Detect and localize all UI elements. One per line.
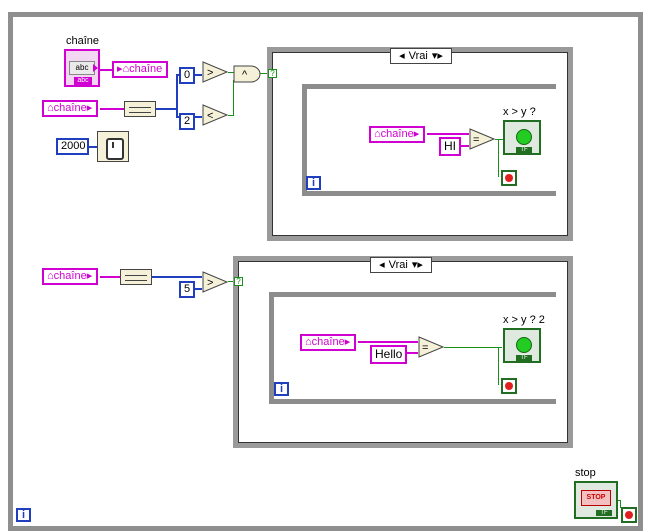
main-loop-iteration-terminal: i	[16, 508, 31, 522]
boolean-indicator-bottom: TF	[503, 328, 541, 363]
house-icon: ⌂	[47, 102, 54, 114]
led-indicator-icon	[516, 337, 532, 353]
house-icon: ⌂	[305, 336, 312, 348]
boolean-wire	[233, 80, 234, 116]
greater-than-icon[interactable]: >	[202, 271, 228, 293]
string-wire	[358, 341, 418, 343]
stop-terminal-icon[interactable]	[501, 170, 517, 186]
svg-text:=: =	[473, 134, 479, 146]
string-control-icon[interactable]: abc abc	[64, 49, 100, 87]
less-than-icon[interactable]: <	[202, 104, 228, 126]
local-variable-chaine-3[interactable]: ⌂chaîne▸	[42, 268, 99, 285]
inner-loop-iteration-terminal-bottom: i	[274, 382, 289, 396]
numeric-constant-0[interactable]: 0	[179, 67, 195, 84]
boolean-wire	[498, 139, 499, 177]
string-length-icon[interactable]	[124, 101, 156, 117]
local-variable-chaine-inner-bottom[interactable]: ⌂chaîne▸	[300, 334, 357, 351]
house-icon: ⌂	[374, 128, 381, 140]
string-constant-hi[interactable]: HI	[439, 137, 461, 156]
numeric-wire	[176, 74, 178, 118]
string-wire	[459, 145, 469, 147]
boolean-wire	[444, 347, 502, 348]
local-variable-chaine-2[interactable]: ⌂chaîne▸	[42, 100, 99, 117]
svg-text:=: =	[422, 342, 428, 354]
stop-label: stop	[575, 467, 596, 479]
equal-icon[interactable]: =	[418, 336, 444, 358]
string-wire	[427, 133, 469, 135]
inner-loop-iteration-terminal-top: i	[306, 176, 321, 190]
numeric-constant-2[interactable]: 2	[179, 113, 195, 130]
chaine-control-label: chaîne	[66, 35, 100, 47]
equal-icon[interactable]: =	[469, 128, 495, 150]
house-icon: ⌂	[47, 270, 54, 282]
boolean-wire	[228, 281, 236, 282]
string-wire	[100, 276, 120, 278]
local-variable-chaine-1[interactable]: ▸⌂chaîne	[112, 61, 169, 78]
stop-button[interactable]: STOP TF	[574, 481, 618, 519]
svg-text:<: <	[207, 110, 213, 122]
numeric-constant-2000[interactable]: 2000	[56, 138, 89, 155]
numeric-wire	[156, 108, 176, 110]
svg-text:>: >	[207, 67, 213, 79]
numeric-constant-5[interactable]: 5	[179, 281, 195, 298]
boolean-wire	[228, 115, 234, 116]
string-length-icon[interactable]	[120, 269, 152, 285]
stop-terminal-icon[interactable]	[501, 378, 517, 394]
indicator-label-bottom: x > y ? 2	[503, 314, 545, 326]
wait-ms-icon[interactable]	[97, 131, 129, 162]
boolean-wire	[495, 139, 503, 140]
local-variable-chaine-inner-top[interactable]: ⌂chaîne▸	[369, 126, 426, 143]
numeric-wire	[89, 146, 97, 148]
stop-terminal-icon[interactable]	[621, 507, 637, 523]
boolean-wire	[620, 500, 621, 508]
led-indicator-icon	[516, 129, 532, 145]
case-selector-terminal[interactable]: ?	[234, 277, 243, 286]
case-selector-terminal[interactable]: ?	[268, 69, 277, 78]
while-loop-top-inner[interactable]	[302, 84, 556, 196]
svg-text:^: ^	[242, 69, 248, 81]
svg-text:>: >	[207, 277, 213, 289]
numeric-wire	[195, 288, 202, 290]
boolean-wire	[618, 500, 621, 501]
and-icon[interactable]: ^	[233, 65, 261, 83]
greater-than-icon[interactable]: >	[202, 61, 228, 83]
string-constant-hello[interactable]: Hello	[370, 345, 408, 364]
case-selector-bottom[interactable]: ◂Vrai▾▸	[370, 257, 432, 273]
case-selector-top[interactable]: ◂Vrai▾▸	[390, 48, 452, 64]
boolean-wire	[498, 347, 499, 385]
while-loop-bottom-inner[interactable]	[269, 292, 556, 404]
boolean-wire	[228, 72, 234, 73]
boolean-wire	[260, 73, 269, 74]
string-wire	[100, 108, 124, 110]
boolean-indicator-top: TF	[503, 120, 541, 155]
house-icon: ▸⌂	[117, 63, 130, 75]
string-wire	[100, 69, 112, 71]
numeric-wire	[152, 276, 202, 278]
string-wire	[406, 352, 418, 354]
main-while-loop[interactable]	[8, 12, 643, 531]
indicator-label-top: x > y ?	[503, 106, 536, 118]
